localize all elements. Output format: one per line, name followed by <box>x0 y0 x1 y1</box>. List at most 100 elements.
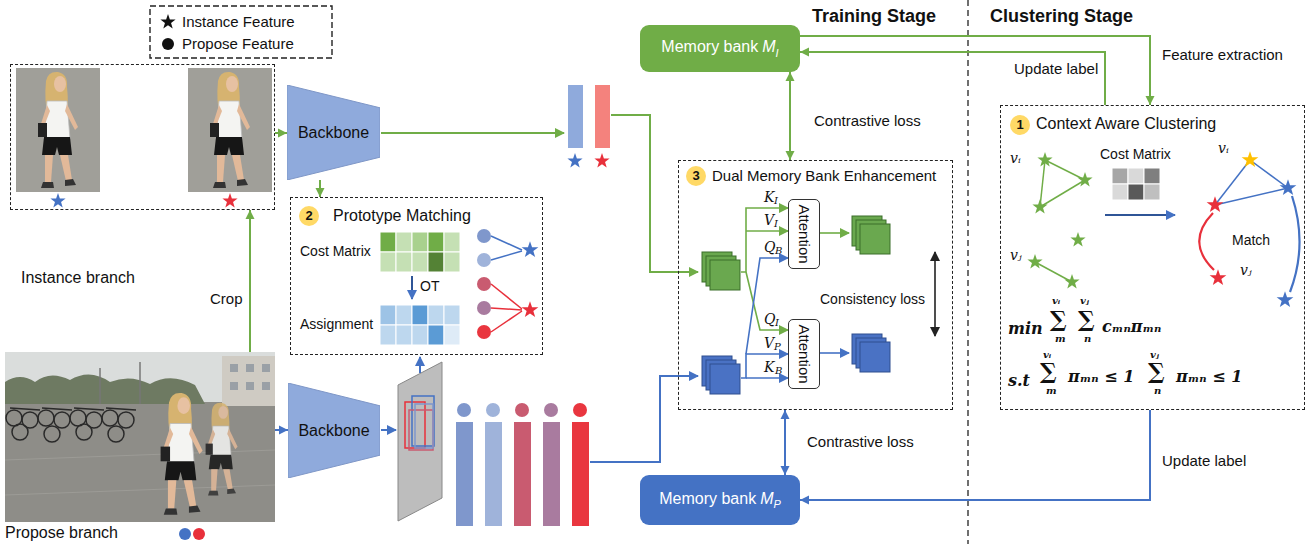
block-label: Attention <box>795 204 812 263</box>
connector <box>275 129 287 138</box>
block-label: Backbone <box>298 123 369 141</box>
formula-limit: vᵢ <box>1043 350 1051 360</box>
formula-limit: vᵢ <box>1052 296 1060 306</box>
formula-index: n <box>1154 386 1161 396</box>
edge-label: Contrastive loss <box>812 112 923 129</box>
connector <box>246 210 255 352</box>
input-subscript: I <box>774 219 778 229</box>
match-label: Match <box>1232 232 1270 248</box>
connector <box>316 180 325 197</box>
bank-symbol: M <box>762 38 775 55</box>
graph-label: vᵢ <box>1218 140 1229 156</box>
arrow-head <box>781 410 790 419</box>
stage-heading: Clustering Stage <box>990 6 1133 27</box>
connector <box>781 410 790 475</box>
instance-branch-frame: Instance branch <box>10 64 275 210</box>
input-symbol: K <box>764 360 774 374</box>
scene-photo-frame: Propose branch <box>5 352 275 522</box>
formula-sum: ∑ <box>1050 308 1067 330</box>
input-subscript: P <box>774 342 781 352</box>
edge-label: Update label <box>1012 60 1100 77</box>
connector <box>800 48 1105 106</box>
arrow-head <box>278 129 287 138</box>
step-label: OT <box>420 278 439 294</box>
clustering-art <box>1027 151 1299 307</box>
formula-index: m <box>1046 386 1057 396</box>
callout-number: 2 <box>299 206 319 226</box>
matrix-label: Cost Matrix <box>1100 146 1171 162</box>
instance-crops <box>16 68 272 207</box>
bank-label-line: Memory bankMP <box>659 490 781 510</box>
connector <box>786 72 795 160</box>
backbone-block: Backbone <box>287 85 380 180</box>
block-label: Attention <box>795 324 812 383</box>
formula-term: πₘₙ ≤ 1 <box>1068 368 1134 386</box>
edge-label: Feature extraction <box>1160 46 1285 63</box>
graph-label: vⱼ <box>1240 262 1252 278</box>
top-features <box>381 85 698 272</box>
edge-label: Contrastive loss <box>805 433 916 450</box>
memory-bank: Memory bankMP <box>640 475 800 525</box>
branch-heading: Instance branch <box>21 269 135 287</box>
connector <box>800 36 1155 105</box>
matrix-label: Assignment <box>300 316 373 332</box>
assignment-links <box>412 229 538 339</box>
formula-term: πₘₙ ≤ 1 <box>1176 368 1242 386</box>
graph-label: vⱼ <box>1010 247 1022 263</box>
input-symbol: Q <box>764 240 775 254</box>
formula-index: n <box>1084 334 1091 344</box>
matrix-label: Cost Matrix <box>300 243 371 259</box>
connector-line <box>800 36 1150 105</box>
block-label: Backbone <box>298 421 369 439</box>
input-symbol: V <box>764 213 774 227</box>
input-subscript: I <box>774 196 778 206</box>
input-subscript: B <box>775 366 782 376</box>
formula-sum: ∑ <box>1078 308 1095 330</box>
input-symbol: V <box>764 336 774 350</box>
legend-label: Instance Feature <box>182 13 295 30</box>
arrow-head <box>800 496 809 505</box>
edge-label: Update label <box>1160 452 1248 469</box>
branch-heading: Propose branch <box>5 524 118 542</box>
arrow-head <box>246 210 255 219</box>
input-symbol: K <box>764 190 774 204</box>
input-subscript: I <box>775 318 779 328</box>
bank-subscript: I <box>776 47 779 59</box>
memory-bank: Memory bankMI <box>640 25 800 72</box>
panel-title: Context Aware Clustering <box>1036 115 1216 133</box>
dual-memory-panel: 3Dual Memory Bank EnhancementAttentionAt… <box>678 160 953 410</box>
arrow-head <box>316 188 325 197</box>
bank-subscript: P <box>773 498 780 510</box>
formula-limit: vⱼ <box>1150 350 1159 360</box>
stage-heading: Training Stage <box>812 6 936 27</box>
legend-label: Propose Feature <box>182 35 294 52</box>
arrow-head <box>786 72 795 81</box>
attention-block: Attention <box>788 319 820 389</box>
input-subscript: B <box>775 246 782 256</box>
scene-photo <box>5 352 275 540</box>
connector-line <box>784 410 786 475</box>
panel-title: Dual Memory Bank Enhancement <box>712 167 936 184</box>
legend-frame <box>150 6 332 58</box>
formula-term: s.t <box>1008 372 1030 390</box>
arrow-head <box>786 151 795 160</box>
edge-label: Crop <box>208 290 245 307</box>
connector-line <box>800 52 1105 105</box>
connector <box>275 426 288 435</box>
connector-line <box>800 410 1150 500</box>
connector-line <box>789 72 791 160</box>
connector-line <box>249 210 251 352</box>
callout-number: 1 <box>1010 115 1030 135</box>
panel-title: Prototype Matching <box>333 207 471 225</box>
bank-label: Memory bank <box>661 38 758 55</box>
prototype-matching-art <box>380 232 460 345</box>
attention-block: Attention <box>788 199 820 269</box>
formula-sum: ∑ <box>1040 360 1057 382</box>
arrow-head <box>279 426 288 435</box>
bank-label: Memory bank <box>659 490 756 507</box>
callout-number: 3 <box>686 166 706 186</box>
